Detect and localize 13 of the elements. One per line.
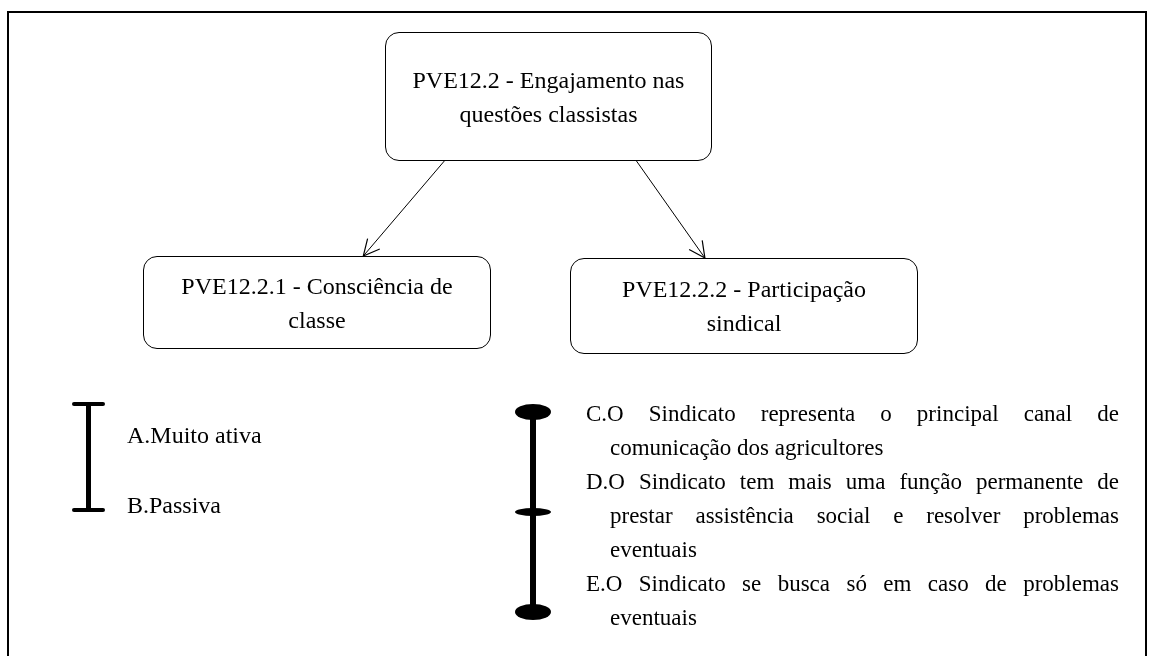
scale-option: D.O Sindicato tem mais uma função permanente de prestar assistência social e resolver problemas eventuais <box>586 465 1119 567</box>
rounded-box <box>570 258 918 354</box>
arrow <box>362 160 445 257</box>
scale-option: B.Passiva <box>127 488 221 522</box>
box-label: PVE12.2.1 - Consciência de classe <box>180 271 454 335</box>
scale-option: C.O Sindicato representa o principal canal de comunicação dos agricultores <box>586 397 1119 465</box>
box-label: PVE12.2.2 - Participação sindical <box>621 275 867 338</box>
box-label: PVE12.2 - Engajamento nas questões classistas <box>411 65 686 129</box>
scale-option: E.O Sindicato se busca só em caso de problemas eventuais <box>586 567 1119 635</box>
scale-option: A.Muito ativa <box>127 418 262 452</box>
rounded-box <box>143 256 491 349</box>
arrow <box>636 160 706 259</box>
rounded-box <box>385 32 712 161</box>
